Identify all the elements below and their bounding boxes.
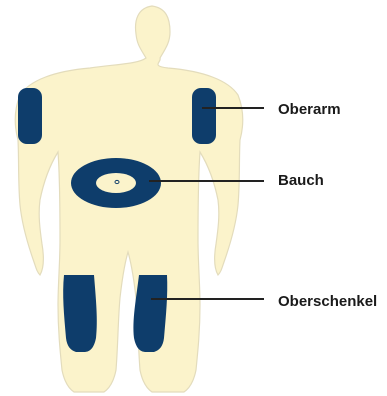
zone-upper-arm-right [192,88,216,144]
label-thigh: Oberschenkel [278,293,377,311]
zone-thigh-right [133,275,167,352]
zone-upper-arm-left [18,88,42,144]
label-upper-arm: Oberarm [278,101,341,119]
label-abdomen: Bauch [278,172,324,190]
zone-thigh-left [63,275,97,352]
